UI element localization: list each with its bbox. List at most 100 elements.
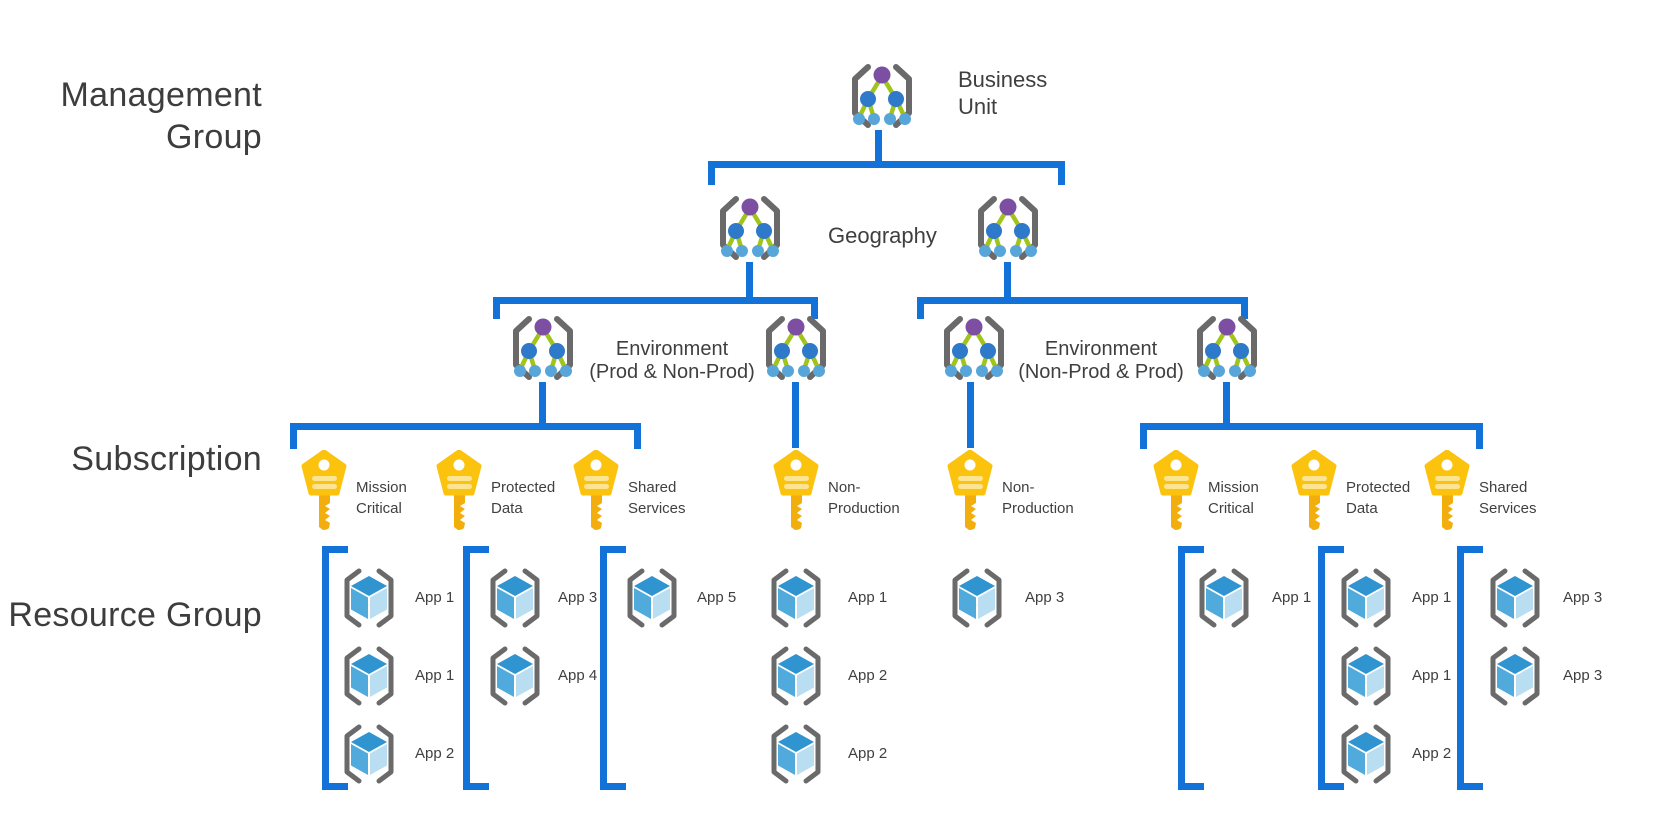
- connector-env-right-stub: [1223, 382, 1230, 425]
- environment-right-label-line2: (Non-Prod & Prod): [1018, 361, 1184, 383]
- connector-geography-left-drop-b: [811, 304, 818, 319]
- resource-group-app-label: App 4: [558, 667, 598, 684]
- resource-group-bracket-cap-bottom: [322, 783, 348, 790]
- resource-group-icon: [1334, 566, 1398, 630]
- connector-geography-right-stub: [1004, 262, 1011, 299]
- resource-group-icon: [764, 566, 828, 630]
- resource-group-icon: [337, 644, 401, 708]
- resource-group-icon: [945, 566, 1009, 630]
- connector-env-right-drop-b: [1476, 430, 1483, 449]
- connector-geography-right-drop-b: [1241, 304, 1248, 319]
- geography-label: Geography: [828, 222, 937, 249]
- resource-group-bracket-cap-top: [600, 546, 626, 553]
- resource-group-icon: [1334, 644, 1398, 708]
- resource-group-icon: [764, 722, 828, 786]
- resource-group-app-label: App 1: [1412, 667, 1452, 684]
- resource-group-icon: [764, 644, 828, 708]
- connector-level1-drop-left: [708, 168, 715, 185]
- subscription-label: Non-Production: [1002, 477, 1122, 519]
- management-group-icon-geography-left: [710, 194, 790, 262]
- connector-env-left-stub: [539, 382, 546, 425]
- subscription-label-line1: Shared: [1479, 479, 1528, 496]
- resource-group-icon: [337, 722, 401, 786]
- geography-label-text: Geography: [828, 223, 937, 248]
- resource-group-bracket-cap-bottom: [1318, 783, 1344, 790]
- connector-env-nonprod-right-stub: [967, 382, 974, 448]
- subscription-key-icon: [946, 449, 994, 530]
- environment-left-label: Environment (Prod & Non-Prod): [552, 338, 792, 384]
- subscription-label: Non- Production: [828, 477, 948, 519]
- resource-group-app-label: App 1: [1272, 589, 1312, 606]
- connector-geography-right-drop-a: [917, 304, 924, 319]
- subscription-label-line1: Non-: [828, 479, 861, 496]
- resource-group-bracket-bar: [463, 546, 470, 790]
- environment-right-label: Environment (Non-Prod & Prod): [981, 338, 1221, 384]
- resource-group-bracket-cap-top: [1318, 546, 1344, 553]
- resource-group-icon: [1483, 644, 1547, 708]
- subscription-label-line2: Critical: [356, 500, 402, 517]
- subscription-key-icon: [572, 449, 620, 530]
- management-group-icon-environment-right-b: [1187, 314, 1267, 382]
- resource-group-bracket-bar: [322, 546, 329, 790]
- resource-group-icon: [1334, 722, 1398, 786]
- resource-group-icon: [1483, 566, 1547, 630]
- resource-group-app-label: App 2: [1412, 745, 1452, 762]
- resource-group-bracket-cap-top: [1178, 546, 1204, 553]
- subscription-key-icon: [300, 449, 348, 530]
- subscription-level-label: Subscription: [0, 438, 262, 480]
- resource-group-app-label: App 2: [848, 745, 888, 762]
- resource-group-icon: [483, 644, 547, 708]
- resource-group-app-label: App 1: [415, 589, 455, 606]
- subscription-label-line2: Production: [828, 500, 900, 517]
- resource-group-app-label: App 1: [848, 589, 888, 606]
- subscription-key-icon: [1152, 449, 1200, 530]
- connector-env-nonprod-left-stub: [792, 382, 799, 448]
- resource-group-app-label: App 2: [415, 745, 455, 762]
- connector-env-right-drop-a: [1140, 430, 1147, 449]
- management-group-level-label-line2: Group: [166, 118, 262, 156]
- resource-group-bracket-cap-top: [463, 546, 489, 553]
- resource-group-app-label: App 1: [1412, 589, 1452, 606]
- connector-env-left-drop-a: [290, 430, 297, 449]
- resource-group-bracket-bar: [1457, 546, 1464, 790]
- connector-geography-left-drop-a: [493, 304, 500, 319]
- management-group-level-label-line1: Management: [60, 76, 262, 114]
- subscription-key-icon: [1423, 449, 1471, 530]
- resource-group-app-label: App 3: [1025, 589, 1065, 606]
- subscription-label-line2: Services: [628, 500, 686, 517]
- resource-group-icon: [337, 566, 401, 630]
- resource-group-bracket-cap-bottom: [1178, 783, 1204, 790]
- management-group-icon-environment-left-b: [756, 314, 836, 382]
- resource-group-bracket-bar: [600, 546, 607, 790]
- resource-group-app-label: App 2: [848, 667, 888, 684]
- resource-group-level-label-text: Resource Group: [8, 596, 262, 634]
- subscription-label-line2: Critical: [1208, 500, 1254, 517]
- resource-group-app-label: App 5: [697, 589, 737, 606]
- business-unit-label-line2: Unit: [958, 94, 998, 119]
- resource-group-bracket-bar: [1318, 546, 1325, 790]
- resource-group-app-label: App 1: [415, 667, 455, 684]
- resource-group-app-label: App 3: [558, 589, 598, 606]
- management-group-level-label: Management Group: [0, 74, 262, 158]
- resource-group-bracket-cap-bottom: [463, 783, 489, 790]
- subscription-label-line1: Non-: [1002, 479, 1035, 496]
- management-group-icon-environment-left-a: [503, 314, 583, 382]
- subscription-label-line2: Data: [1346, 500, 1378, 517]
- resource-group-icon: [483, 566, 547, 630]
- resource-group-bracket-bar: [1178, 546, 1185, 790]
- business-unit-label-line1: Business: [958, 67, 1048, 92]
- resource-group-app-label: App 3: [1563, 589, 1603, 606]
- resource-group-icon: [620, 566, 684, 630]
- management-group-icon-geography-right: [968, 194, 1048, 262]
- environment-left-label-line2: (Prod & Non-Prod): [589, 361, 755, 383]
- subscription-label-line1: Mission: [1208, 479, 1259, 496]
- subscription-key-icon: [435, 449, 483, 530]
- resource-group-bracket-cap-bottom: [600, 783, 626, 790]
- resource-group-bracket-cap-bottom: [1457, 783, 1483, 790]
- connector-geography-left-bar: [493, 297, 818, 304]
